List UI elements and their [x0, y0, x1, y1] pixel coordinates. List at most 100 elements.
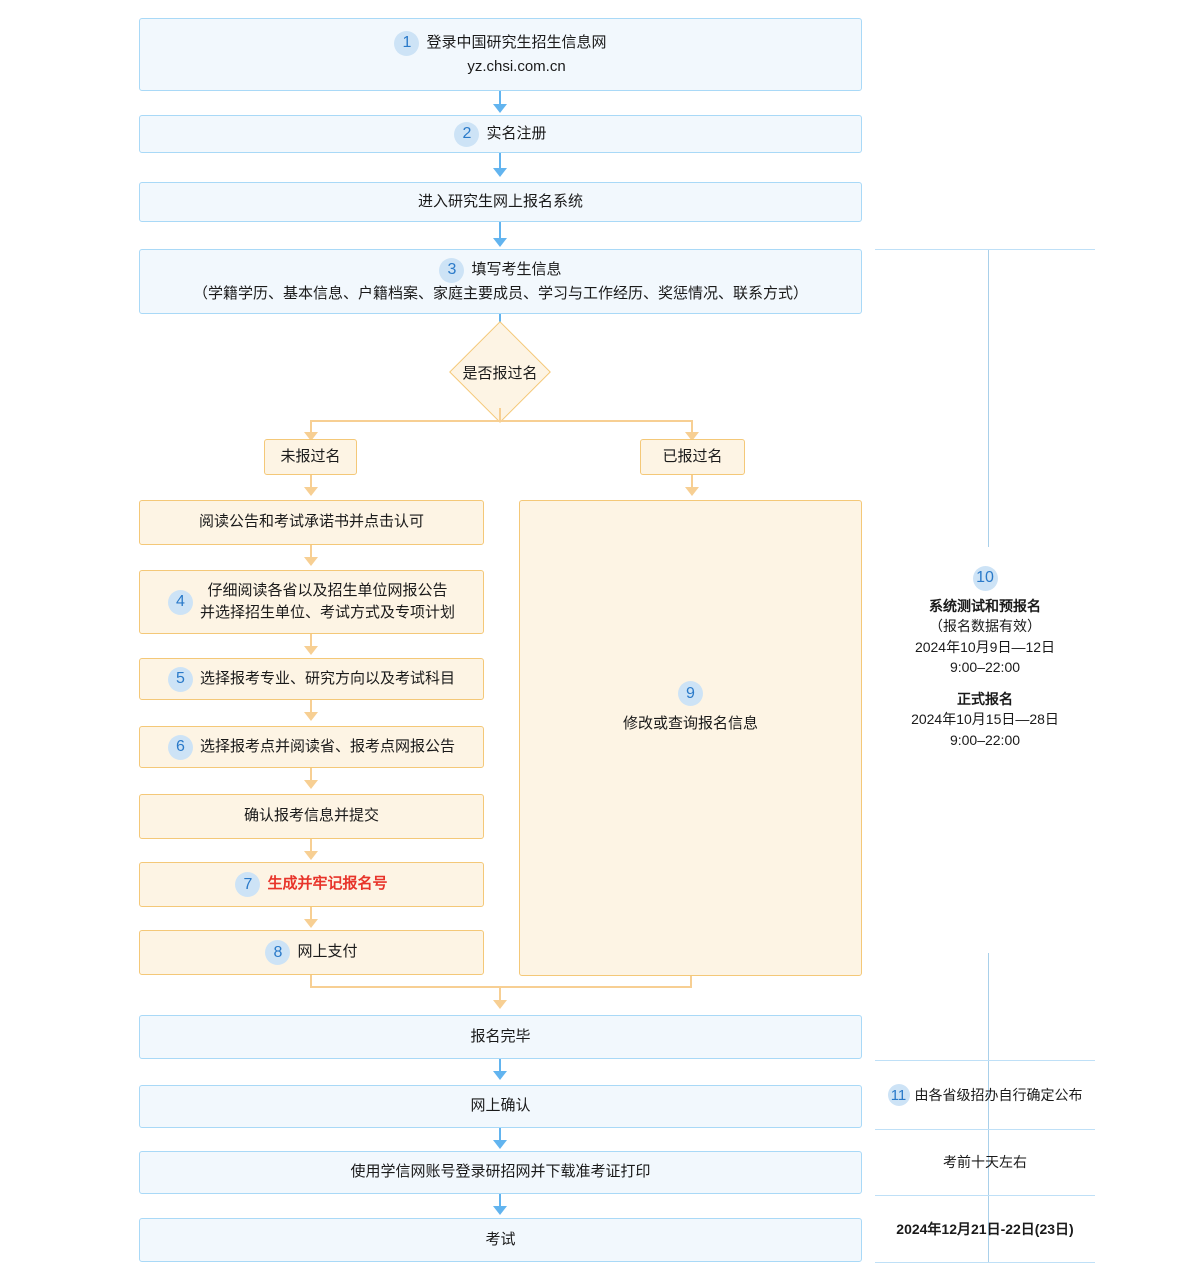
badge-9: 9	[678, 681, 703, 706]
arrow-finish-confirm	[493, 1071, 507, 1080]
node-register[interactable]: 2 实名注册	[139, 115, 862, 153]
connector-finish-confirm	[499, 1059, 501, 1072]
connector-branchright-down	[691, 475, 693, 488]
node-finish-label: 报名完毕	[470, 1027, 531, 1045]
node-select-examsite[interactable]: 6 选择报考点并阅读省、报考点网报公告	[139, 726, 484, 768]
node-select-examsite-row: 6 选择报考点并阅读省、报考点网报公告	[167, 734, 455, 760]
connector-decision-split	[310, 420, 693, 422]
node-modify-query-badge-row: 9	[678, 681, 703, 706]
connector-confirm-admit	[499, 1128, 501, 1141]
panel-schedule-time1: 9:00–22:00	[949, 658, 1021, 675]
arrow-l5-l6	[304, 851, 318, 860]
node-exam[interactable]: 考试	[139, 1218, 862, 1262]
node-admit-card[interactable]: 使用学信网账号登录研招网并下载准考证打印	[139, 1151, 862, 1194]
panel-divider-confirm-bottom	[875, 1129, 1095, 1130]
badge-11: 11	[887, 1084, 910, 1106]
connector-admit-exam	[499, 1194, 501, 1207]
arrow-branchleft-down	[304, 487, 318, 496]
arrow-decision-right	[685, 432, 699, 441]
connector-modify-merge	[690, 976, 692, 988]
node-confirm-submit-label: 确认报考信息并提交	[243, 807, 379, 825]
badge-5: 5	[167, 666, 193, 692]
connector-l3-l4	[310, 700, 312, 713]
badge-4: 4	[167, 589, 193, 615]
node-read-province-line1: 仔细阅读各省以及招生单位网报公告	[207, 581, 448, 599]
node-read-province-line2: 并选择招生单位、考试方式及专项计划	[199, 604, 455, 621]
arrow-branchright-down	[685, 487, 699, 496]
arrow-3-4	[493, 238, 507, 247]
panel-confirm-row: 11 由各省级招办自行确定公布	[887, 1084, 1083, 1106]
arrow-merge-finish	[493, 1000, 507, 1009]
node-fill-info-row: 3 填写考生信息	[439, 257, 562, 283]
panel-confirm-cell: 11 由各省级招办自行确定公布	[875, 1061, 1095, 1129]
node-read-province-text: 仔细阅读各省以及招生单位网报公告 并选择招生单位、考试方式及专项计划	[200, 580, 455, 625]
connector-branchleft-down	[310, 475, 312, 488]
connector-l4-l5	[310, 768, 312, 781]
panel-divider-bottom	[875, 1262, 1095, 1263]
arrow-l6-l7	[304, 919, 318, 928]
branch-registered-label: 已报过名	[662, 447, 723, 465]
connector-1-2	[499, 91, 501, 106]
panel-exam-cell: 2024年12月21日-22日(23日)	[875, 1196, 1095, 1262]
arrow-admit-exam	[493, 1206, 507, 1215]
panel-schedule-cell: 10 系统测试和预报名 （报名数据有效） 2024年10月9日—12日 9:00…	[875, 558, 1095, 758]
node-select-major[interactable]: 5 选择报考专业、研究方向以及考试科目	[139, 658, 484, 700]
arrow-l3-l4	[304, 712, 318, 721]
node-select-major-row: 5 选择报考专业、研究方向以及考试科目	[167, 666, 455, 692]
node-login-line1: 登录中国研究生招生信息网	[426, 34, 607, 51]
branch-registered[interactable]: 已报过名	[640, 439, 745, 475]
decision-label: 是否报过名	[462, 365, 538, 382]
branch-not-registered-label: 未报过名	[280, 447, 341, 465]
panel-schedule-badge-row: 10	[972, 565, 998, 591]
badge-1: 1	[394, 30, 420, 56]
node-online-pay[interactable]: 8 网上支付	[139, 930, 484, 975]
panel-vertical-line-upper	[988, 250, 989, 547]
node-login[interactable]: 1 登录中国研究生招生信息网 yz.chsi.com.cn	[139, 18, 862, 91]
node-exam-label: 考试	[485, 1230, 516, 1248]
node-online-pay-row: 8 网上支付	[265, 940, 358, 965]
panel-divider-confirm-top	[875, 1060, 1095, 1061]
node-register-label: 实名注册	[486, 124, 547, 142]
connector-2-3	[499, 153, 501, 169]
badge-7: 7	[235, 872, 261, 897]
arrow-confirm-admit	[493, 1140, 507, 1149]
node-modify-query-label: 修改或查询报名信息	[622, 715, 758, 732]
connector-pay-merge	[310, 975, 312, 988]
panel-divider-admit-bottom	[875, 1195, 1095, 1196]
node-online-confirm-label: 网上确认	[470, 1097, 531, 1115]
connector-decision-right	[691, 420, 693, 433]
badge-10: 10	[972, 565, 998, 591]
arrow-l4-l5	[304, 780, 318, 789]
node-register-row: 2 实名注册	[454, 121, 547, 147]
node-fill-info[interactable]: 3 填写考生信息 （学籍学历、基本信息、户籍档案、家庭主要成员、学习与工作经历、…	[139, 249, 862, 314]
node-enter-system[interactable]: 进入研究生网上报名系统	[139, 182, 862, 222]
panel-schedule-date1: 2024年10月9日—12日	[914, 638, 1056, 655]
badge-8: 8	[265, 940, 291, 965]
connector-decision-stem	[499, 408, 501, 422]
node-enter-system-label: 进入研究生网上报名系统	[417, 192, 583, 210]
node-read-announcement-label: 阅读公告和考试承诺书并点击认可	[198, 513, 424, 531]
arrow-l2-l3	[304, 646, 318, 655]
arrow-2-3	[493, 168, 507, 177]
node-finish[interactable]: 报名完毕	[139, 1015, 862, 1059]
arrow-1-2	[493, 104, 507, 113]
panel-admit-label: 考前十天左右	[943, 1154, 1027, 1171]
node-modify-query[interactable]: 9 修改或查询报名信息	[519, 500, 862, 976]
node-generate-regno-row: 7 生成并牢记报名号	[235, 872, 388, 897]
branch-not-registered[interactable]: 未报过名	[264, 439, 357, 475]
node-login-line1-row: 1 登录中国研究生招生信息网	[394, 30, 607, 56]
node-read-announcement[interactable]: 阅读公告和考试承诺书并点击认可	[139, 500, 484, 545]
node-online-pay-label: 网上支付	[297, 943, 358, 961]
node-generate-regno[interactable]: 7 生成并牢记报名号	[139, 862, 484, 907]
node-confirm-submit[interactable]: 确认报考信息并提交	[139, 794, 484, 839]
node-online-confirm[interactable]: 网上确认	[139, 1085, 862, 1128]
node-read-province[interactable]: 4 仔细阅读各省以及招生单位网报公告 并选择招生单位、考试方式及专项计划	[139, 570, 484, 634]
node-select-examsite-label: 选择报考点并阅读省、报考点网报公告	[199, 737, 455, 755]
panel-vertical-line-confirm	[988, 1061, 989, 1130]
panel-schedule-time2: 9:00–22:00	[949, 731, 1021, 748]
connector-decision-left	[310, 420, 312, 433]
node-fill-info-line1: 填写考生信息	[471, 261, 562, 278]
connector-3-4	[499, 222, 501, 239]
panel-admit-cell: 考前十天左右	[875, 1130, 1095, 1195]
